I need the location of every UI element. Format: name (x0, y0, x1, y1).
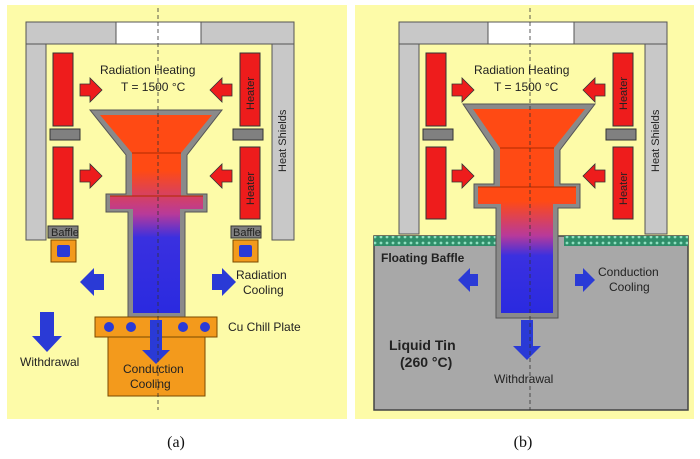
withdrawal-label: Withdrawal (494, 372, 553, 386)
heat-arrow-icon (79, 163, 103, 189)
floating-baffle-right-b (564, 236, 688, 246)
mold-b (462, 103, 597, 319)
liquid-tin-label: Liquid Tin (389, 337, 456, 353)
baffle-right-a (230, 225, 262, 239)
radiation-heating-label: Radiation Heating (474, 63, 569, 77)
heater-left-upper-a (52, 52, 74, 127)
caption-b: (b) (514, 434, 533, 451)
conduction-arrow-icon (458, 268, 478, 292)
heat-arrow-icon (209, 163, 233, 189)
withdrawal-arrow-icon (142, 320, 170, 364)
heat-arrow-icon (582, 163, 606, 189)
heater-left-lower-a (52, 146, 74, 220)
baffle-plate-left-b (422, 128, 454, 141)
heater-right-upper-a (239, 52, 261, 127)
baffle-left-a (47, 225, 79, 239)
liquid-tin-temp-label: (260 °C) (400, 354, 452, 370)
casting-b (473, 109, 585, 313)
heat-arrow-icon (451, 163, 475, 189)
radiation-cooling-label: Cooling (243, 283, 284, 297)
radiation-arrow-icon (212, 268, 236, 296)
panel-b: Heater Heater Heat Shields Floating Baff… (355, 5, 694, 419)
baffle-label: Baffle (51, 227, 79, 239)
baffle-plate-left-a (49, 128, 81, 141)
heater-label: Heater (245, 77, 257, 110)
withdrawal-arrow-icon (32, 312, 62, 352)
temperature-label: T = 1500 °C (494, 80, 559, 94)
heater-left-upper-b (425, 52, 447, 127)
heat-arrow-icon (582, 77, 606, 103)
heat-arrow-icon (79, 77, 103, 103)
heater-label: Heater (245, 172, 257, 205)
top-opening-b (487, 21, 575, 45)
furnace-shell-b (398, 21, 668, 235)
temperature-label: T = 1500 °C (121, 80, 186, 94)
top-opening-a (115, 21, 202, 45)
casting-a (100, 115, 212, 313)
floating-baffle-left-b (374, 236, 498, 246)
heater-left-lower-b (425, 146, 447, 220)
heater-label: Heater (618, 172, 630, 205)
cu-chill-plate-label: Cu Chill Plate (228, 320, 301, 334)
heat-arrow-icon (451, 77, 475, 103)
withdrawal-arrow-icon (513, 320, 541, 360)
baffle-plate-right-a (232, 128, 264, 141)
furnace-shell-a (25, 21, 295, 241)
conduction-arrow-icon (575, 268, 595, 292)
heating-arrows-b (451, 77, 606, 189)
heater-right-lower-b (612, 146, 634, 220)
conduction-cooling-label: Conduction (598, 265, 659, 279)
radiation-arrow-icon (80, 268, 104, 296)
heat-shields-label: Heat Shields (277, 109, 289, 172)
heating-arrows-a (79, 77, 233, 189)
conduction-cooling-label: Conduction (123, 362, 184, 376)
baffle-plate-right-b (605, 128, 637, 141)
baffle-label: Baffle (233, 227, 261, 239)
floating-baffle-label: Floating Baffle (381, 251, 465, 265)
radiation-heating-label: Radiation Heating (100, 63, 195, 77)
heater-right-upper-b (612, 52, 634, 127)
heater-label: Heater (618, 77, 630, 110)
withdrawal-label: Withdrawal (20, 355, 79, 369)
heat-arrow-icon (209, 77, 233, 103)
conduction-cooling-label: Cooling (130, 377, 171, 391)
radiation-cooling-label: Radiation (236, 268, 287, 282)
caption-a: (a) (167, 434, 185, 451)
panel-a: Heater Heater Heat Shields Baffle Baffle (7, 5, 347, 419)
conduction-cooling-label: Cooling (609, 280, 650, 294)
heater-right-lower-a (239, 146, 261, 220)
heat-shields-label: Heat Shields (650, 109, 662, 172)
